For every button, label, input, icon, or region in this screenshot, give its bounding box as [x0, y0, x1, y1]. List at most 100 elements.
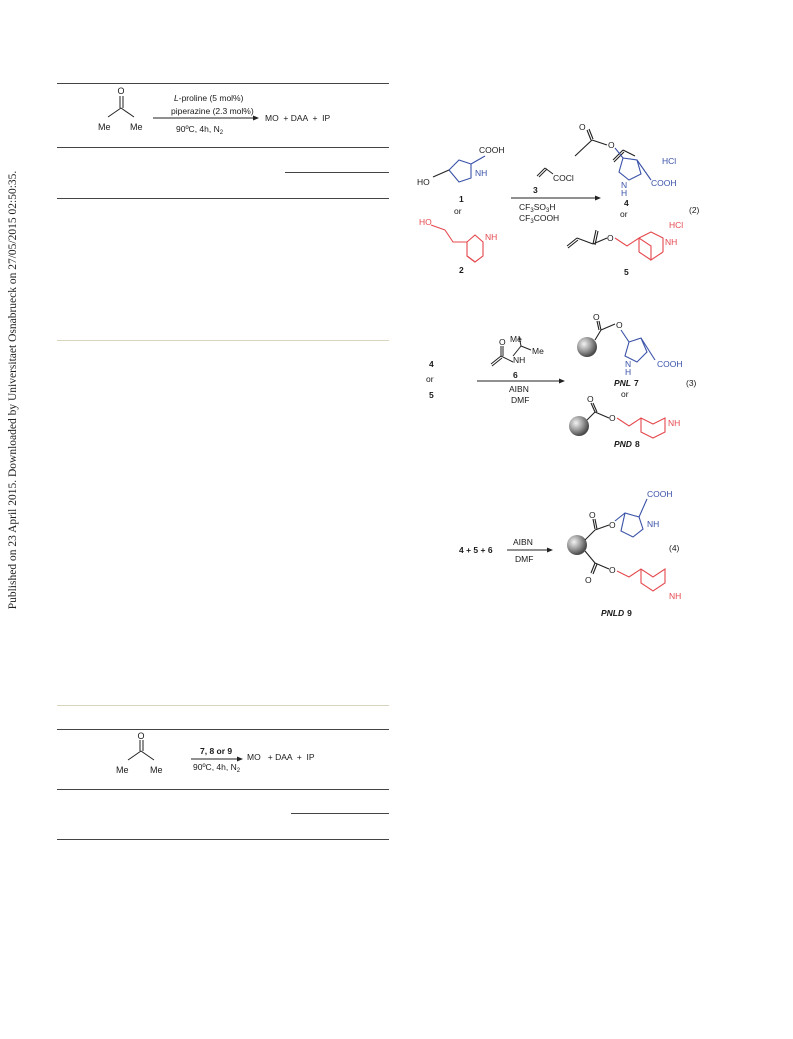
compound-2-label: 2	[459, 265, 464, 275]
pnld-9-structure	[584, 498, 666, 592]
eq3-input-4: 4	[429, 359, 434, 369]
pnl-7-cooh: COOH	[657, 359, 683, 369]
pnl-7-o-top: O	[593, 312, 600, 322]
product-4-structure	[574, 128, 652, 181]
cond-temp-time-2: 90ºC, 4h, N2	[193, 762, 241, 774]
eq3-or: or	[621, 389, 629, 399]
eq2-number: (2)	[689, 205, 700, 215]
nipam-structure	[490, 335, 532, 367]
product-5-label: 5	[624, 267, 629, 277]
product-4-hcl: HCl	[662, 156, 676, 166]
eq4-aibn: AIBN	[513, 537, 533, 547]
compound-2-nh: NH	[485, 232, 497, 242]
products-bottom: MO + DAA + IP	[247, 752, 315, 762]
eq3-number: (3)	[686, 378, 697, 388]
pnld-9-o-bottom: O	[585, 575, 592, 585]
pnld-9-o-top: O	[589, 510, 596, 520]
eq3-aibn: AIBN	[509, 384, 529, 394]
reaction-arrowhead-bottom	[237, 756, 243, 762]
product-4-cooh: COOH	[651, 178, 677, 188]
eq3-input-5: 5	[429, 390, 434, 400]
table1-bottom-rule	[57, 340, 389, 341]
compound-1-cooh: COOH	[479, 145, 505, 155]
product-5-hcl: HCl	[669, 220, 683, 230]
table1-header-rule	[57, 147, 389, 148]
acetone-o: O	[117, 86, 124, 96]
cond-catalysts: 7, 8 or 9	[200, 746, 232, 756]
eq2-arrowhead	[595, 195, 601, 201]
reagent-triflic: CF3SO3H	[519, 202, 555, 214]
table2-subheader-rule	[291, 813, 389, 814]
pnld-9-o-ester-2: O	[609, 565, 616, 575]
products-top: MO + DAA + IP	[265, 113, 331, 123]
reaction-arrowhead-top	[253, 115, 259, 121]
pnd-8-o-ester: O	[609, 413, 616, 423]
table1-subheader-rule	[285, 172, 389, 173]
pnl-7-o-ester: O	[616, 320, 623, 330]
compound-1-nh: NH	[475, 168, 487, 178]
product-4-label: 4	[624, 198, 629, 208]
nipam-me-2: Me	[532, 346, 544, 356]
pnl-7-n: N	[625, 359, 631, 369]
pnld-9-nh-2: NH	[669, 591, 681, 601]
reagent-6-label: 6	[513, 370, 518, 380]
polymer-bead-7	[577, 337, 597, 357]
table1-top-rule	[57, 83, 389, 84]
table2-header-rule	[57, 789, 389, 790]
table1-columns-rule	[57, 198, 389, 199]
product-5-o: O	[607, 233, 614, 243]
polymer-bead-8	[569, 416, 589, 436]
eq3-arrowhead	[559, 378, 565, 384]
product-4-h: H	[621, 188, 627, 198]
compound-1-structure	[448, 155, 486, 183]
acetone-me-left-2: Me	[116, 765, 129, 775]
compound-2-ho: HO	[419, 217, 432, 227]
compound-1-ho: HO	[417, 177, 430, 187]
product-5-nh: NH	[665, 237, 677, 247]
equation-2: COOH NH HO 1 or HO NH 2 COCl 3 CF3SO3H C…	[417, 122, 700, 277]
pnld-9-nh: NH	[647, 519, 659, 529]
cond-proline: L-proline (5 mol%)	[174, 93, 244, 103]
product-5-structure	[566, 229, 664, 262]
polymer-bead-9	[567, 535, 587, 555]
acetone-o-2: O	[137, 731, 144, 741]
reagent-tfa: CF3COOH	[519, 213, 559, 225]
pnd-8-nh: NH	[668, 418, 680, 428]
reagent-cocl: COCl	[553, 173, 574, 183]
eq3-dmf: DMF	[511, 395, 529, 405]
compound-1-label: 1	[459, 194, 464, 204]
scheme-aldol-top: O Me Me L-proline (5 mol%) piperazine (2…	[98, 86, 331, 136]
cond-piperazine: piperazine (2.3 mol%)	[171, 106, 254, 116]
eq3-input-or: or	[426, 374, 434, 384]
publication-side-stamp: Published on 23 April 2015. Downloaded b…	[2, 120, 24, 660]
product-4-o-ester: O	[608, 140, 615, 150]
cond-temp-time: 90ºC, 4h, N2	[176, 124, 224, 136]
acryloyl-chloride-structure	[536, 167, 554, 178]
table2-columns-rule	[57, 839, 389, 840]
nipam-me-1: Me	[510, 334, 522, 344]
acetone-structure-2	[127, 740, 155, 761]
table2-top-rule	[57, 729, 389, 730]
scheme-aldol-bottom: O Me Me 7, 8 or 9 90ºC, 4h, N2 MO + DAA …	[116, 731, 315, 775]
eq4-number: (4)	[669, 543, 680, 553]
product-4-o-top: O	[579, 122, 586, 132]
nipam-o: O	[499, 337, 506, 347]
equation-4: 4 + 5 + 6 AIBN DMF O O O O COOH NH NH (4…	[459, 489, 681, 618]
product-4-n: N	[621, 180, 627, 190]
side-stamp-text: Published on 23 April 2015. Downloaded b…	[7, 170, 19, 610]
compound-1-ho-bond	[432, 169, 450, 178]
pnld-9-o-ester-1: O	[609, 520, 616, 530]
compound-2-structure	[430, 224, 484, 263]
nipam-nh: NH	[513, 355, 525, 365]
pnd-8-structure	[586, 402, 666, 439]
eq4-reactants: 4 + 5 + 6	[459, 545, 493, 555]
or-left: or	[454, 206, 462, 216]
pnl-7-h: H	[625, 367, 631, 377]
eq4-arrowhead	[547, 547, 553, 553]
acetone-structure	[107, 96, 135, 118]
acetone-me-right: Me	[130, 122, 143, 132]
reagent-3-label: 3	[533, 185, 538, 195]
